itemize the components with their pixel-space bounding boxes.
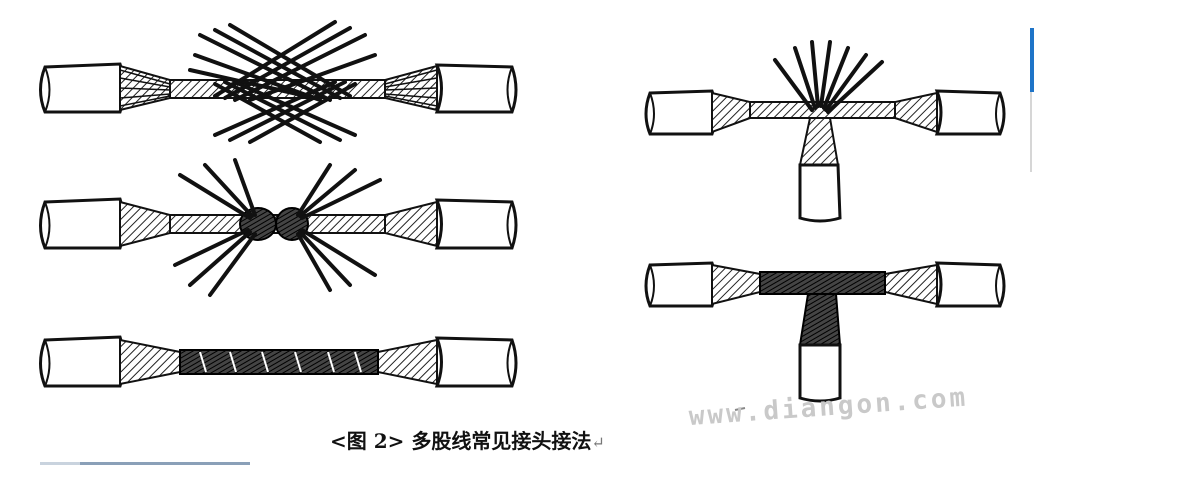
caption-text: <图 2> 多股线常见接头接法 [330,429,591,453]
straight-splice-step-2 [41,160,517,295]
straight-splice-step-3 [41,337,517,386]
figure-caption: <图 2> 多股线常见接头接法↵ [330,425,605,454]
bottom-divider-highlight [40,462,80,465]
t-splice-step-2 [646,263,1004,401]
scrollbar-edge [1030,28,1034,92]
scrollbar-track [1030,92,1032,172]
straight-splice-step-1 [41,22,517,142]
paragraph-mark-icon: ↵ [591,433,604,452]
t-splice-step-1 [646,42,1004,221]
